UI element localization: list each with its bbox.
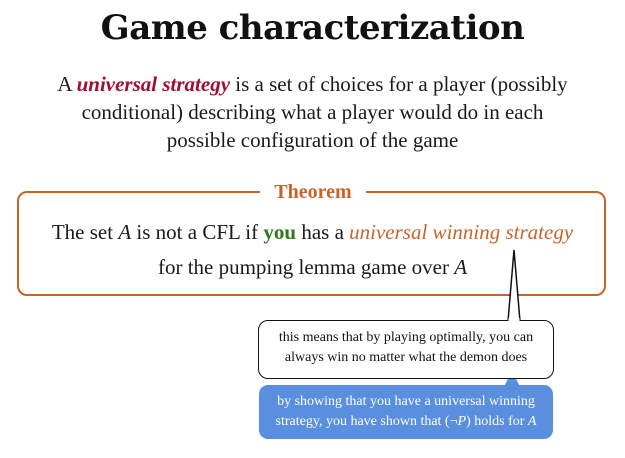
- theorem-title: Theorem: [260, 180, 366, 204]
- definition-text: A universal strategy is a set of choices…: [40, 70, 585, 154]
- term-universal-strategy: universal strategy: [76, 72, 231, 96]
- note-line-1: this means that by playing optimally, yo…: [278, 330, 534, 345]
- pointer-join-cover: [508, 318, 520, 322]
- conclusion-bubble: by showing that you have a universal win…: [259, 385, 553, 439]
- note-bubble: this means that by playing optimally, yo…: [258, 320, 554, 379]
- theorem-line2-prefix: for the pumping lemma game over: [157, 255, 455, 279]
- definition-line1-rest: is a set of choices for a player (possib…: [230, 72, 568, 96]
- definition-prefix: A: [57, 72, 77, 96]
- math-var-a-3: A: [527, 414, 537, 429]
- slide-title: Game characterization: [100, 8, 525, 48]
- definition-line-1: A universal strategy is a set of choices…: [40, 70, 585, 98]
- definition-line-3: possible configuration of the game: [166, 128, 459, 152]
- note-line-2: always win no matter what the demon does: [284, 350, 528, 365]
- you-highlight: you: [263, 220, 297, 244]
- conclusion-line2-mid: ) holds for: [466, 414, 528, 429]
- conclusion-line2-prefix: strategy, you have shown that (¬: [275, 414, 458, 429]
- theorem-line-1: The set A is not a CFL if you has a univ…: [20, 215, 605, 250]
- conclusion-line-1: by showing that you have a universal win…: [277, 394, 535, 409]
- math-var-a: A: [118, 220, 132, 244]
- theorem-statement: The set A is not a CFL if you has a univ…: [20, 215, 605, 285]
- math-var-a-2: A: [454, 255, 468, 279]
- conclusion-bubble-pointer: [503, 370, 521, 389]
- term-universal-winning-strategy: universal winning strategy: [349, 220, 574, 244]
- conclusion-line-2: strategy, you have shown that (¬P) holds…: [259, 412, 553, 432]
- math-var-p: P: [457, 414, 467, 429]
- theorem-part1: The set: [51, 220, 119, 244]
- theorem-part2: is not a CFL if: [131, 220, 264, 244]
- theorem-line-2: for the pumping lemma game over A: [20, 250, 605, 285]
- theorem-part3: has a: [296, 220, 350, 244]
- definition-line-2: conditional) describing what a player wo…: [81, 100, 544, 124]
